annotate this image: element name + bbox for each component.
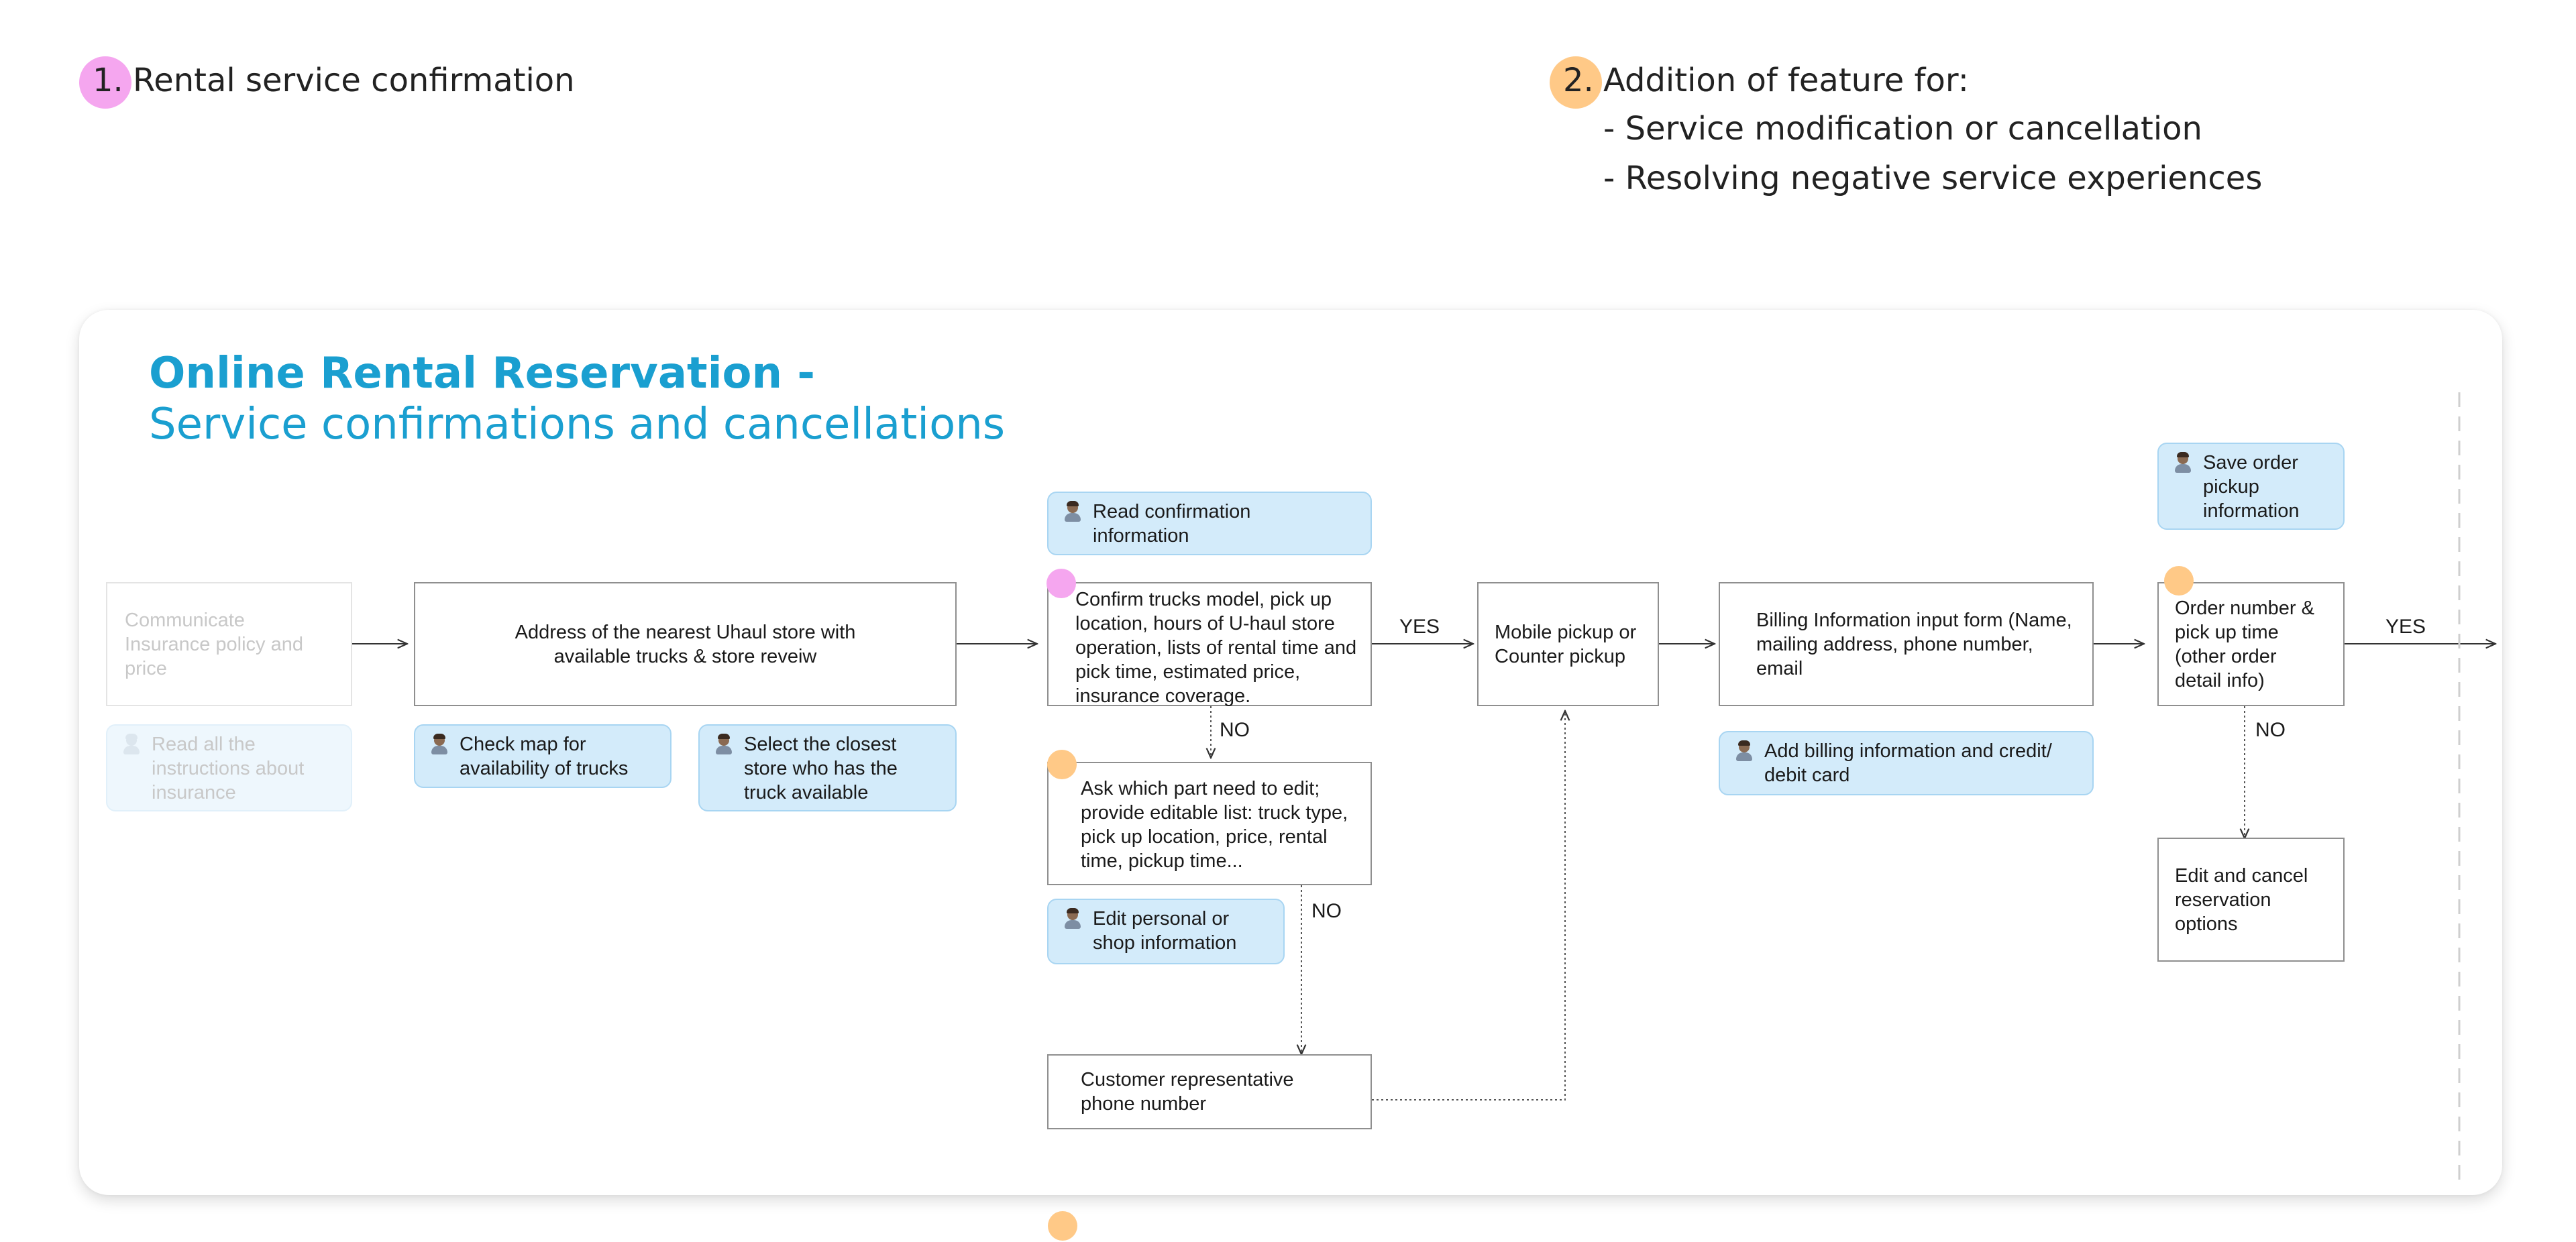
note-check-map-text: Check map for availability of trucks [460,734,629,779]
step-nearest-store-address: Address of the nearest Uhaul store with … [414,582,957,706]
step-address-text: Address of the nearest Uhaul store with … [515,621,856,667]
item2-line3: - Resolving negative service experiences [1603,160,2263,197]
pink-number-marker [79,56,131,109]
step-confirm-text: Confirm trucks model, pick up location, … [1075,589,1357,707]
diagram-title: Online Rental Reservation - [149,349,815,398]
item1-text: Rental service confirmation [133,62,575,99]
orange-marker-dot [1047,750,1077,779]
item2-number: 2. [1563,62,1594,99]
label-yes-order: YES [2385,616,2426,638]
step-edit-cancel-text: Edit and cancel reservation options [2175,864,2308,935]
label-no-confirm: NO [1220,719,1250,741]
step-customer-rep-text: Customer representative phone number [1081,1069,1294,1115]
person-avatar-icon [2175,452,2191,473]
step-pickup-text: Mobile pickup or Counter pickup [1495,621,1637,667]
step-edit-cancel-options: Edit and cancel reservation options [2157,838,2345,962]
step-ask-edit: Ask which part need to edit; provide edi… [1047,762,1372,885]
person-avatar-icon [716,734,732,755]
label-yes-confirm: YES [1399,616,1440,638]
person-avatar-icon [1736,740,1752,762]
note-read-instructions: Read all the instructions about insuranc… [106,724,352,811]
label-no-ask: NO [1311,900,1342,922]
note-add-billing: Add billing information and credit/ debi… [1719,731,2094,795]
item2-line2: - Service modification or cancellation [1603,110,2202,148]
note-read-confirmation: Read confirmation information [1047,492,1372,555]
person-avatar-icon [1065,501,1081,522]
note-check-map: Check map for availability of trucks [414,724,672,788]
note-read-instructions-text: Read all the instructions about insuranc… [152,734,305,803]
note-read-confirmation-text: Read confirmation information [1093,501,1251,547]
item2-line1: Addition of feature for: [1603,62,1969,99]
step-billing-text: Billing Information input form (Name, ma… [1756,609,2072,679]
step-ask-edit-text: Ask which part need to edit; provide edi… [1081,778,1348,872]
person-avatar-icon [123,734,140,755]
step-billing-form: Billing Information input form (Name, ma… [1719,582,2094,706]
orange-marker-dot [1048,1211,1077,1241]
step-mobile-counter-pickup: Mobile pickup or Counter pickup [1477,582,1659,706]
step-communicate-text: Communicate Insurance policy and price [125,609,303,679]
step-order-text: Order number & pick up time (other order… [2175,597,2314,691]
note-select-store: Select the closest store who has the tru… [698,724,957,811]
arrow-rep-to-pickup [1372,711,1565,1100]
item1-number: 1. [93,62,123,99]
diagram-subtitle: Service confirmations and cancellations [149,400,1006,449]
orange-marker-dot [2164,566,2194,596]
person-avatar-icon [431,734,447,755]
pink-marker-dot [1046,569,1076,598]
step-order-number: Order number & pick up time (other order… [2157,582,2345,706]
orange-number-marker [1550,56,1602,109]
note-save-order: Save order pickup information [2157,443,2345,530]
note-select-store-text: Select the closest store who has the tru… [744,734,898,803]
note-edit-personal-text: Edit personal or shop information [1093,908,1237,954]
person-avatar-icon [1065,908,1081,929]
step-communicate-insurance: Communicate Insurance policy and price [106,582,352,706]
step-customer-rep-phone: Customer representative phone number [1047,1054,1372,1129]
step-confirm-trucks: Confirm trucks model, pick up location, … [1047,582,1372,707]
note-save-order-text: Save order pickup information [2203,452,2300,522]
note-add-billing-text: Add billing information and credit/ debi… [1764,740,2052,786]
note-edit-personal: Edit personal or shop information [1047,899,1285,964]
label-no-order: NO [2255,719,2286,741]
